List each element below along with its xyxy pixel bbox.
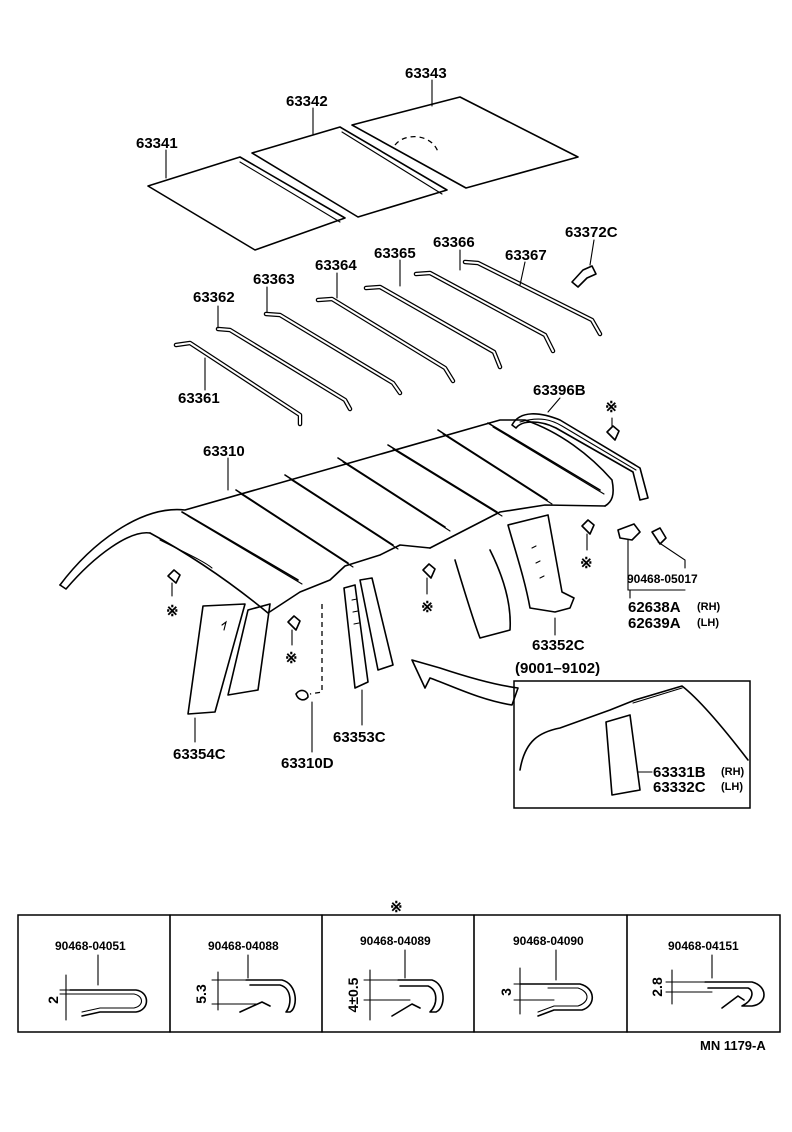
inset-arrow	[411, 659, 519, 706]
label-62639A: 62639A	[628, 615, 681, 632]
assist-grip-bracket-icon	[617, 523, 641, 541]
label-63354C: 63354C	[173, 746, 226, 763]
label-62639A-side: (LH)	[697, 617, 719, 629]
roof-bow-63365	[363, 284, 503, 370]
clips-and-fasteners	[167, 417, 667, 701]
roof-cutout-outline	[394, 136, 439, 153]
label-63363: 63363	[253, 271, 295, 288]
pillar-garnish-center	[359, 577, 394, 671]
roof-bow-bracket-63372C	[571, 265, 597, 288]
inset-period-label: (9001–9102)	[515, 660, 600, 677]
clip-table: 90468-04051 2 90468-04088 5.3 90468-0408…	[17, 914, 781, 1033]
clip-dimension: 5.3	[193, 984, 209, 1004]
label-63352C: 63352C	[532, 637, 585, 654]
clip-dimension: 3	[498, 988, 514, 996]
pillar-garnish-63353C	[343, 584, 369, 689]
label-63310D: 63310D	[281, 755, 334, 772]
roof-panel-group	[147, 96, 579, 251]
quarter-trim	[454, 549, 511, 639]
label-63361: 63361	[178, 390, 220, 407]
label-63365: 63365	[374, 245, 416, 262]
clip-shape	[397, 979, 444, 1013]
clip-shape	[69, 989, 148, 1017]
clip-cell-1: 90468-04051 2	[45, 939, 148, 1021]
diagram-reference: MN 1179-A	[700, 1038, 766, 1053]
leader-lines	[165, 79, 686, 773]
rear-rail-63396B	[511, 413, 649, 501]
inset-box	[513, 680, 751, 809]
headlining-63310	[59, 419, 614, 614]
label-62638A: 62638A	[628, 599, 681, 616]
clip-dimension: 2	[45, 996, 61, 1004]
clip-icon	[581, 519, 595, 535]
clip-part-number: 90468-04089	[360, 934, 431, 948]
pillar-garnish-63352C	[507, 514, 575, 613]
label-63372C: 63372C	[565, 224, 618, 241]
roof-bow-63363	[263, 311, 403, 396]
roof-bow-63366	[413, 270, 556, 354]
clip-part-number: 90468-04051	[55, 939, 126, 953]
clip-cell-2: 90468-04088 5.3	[193, 939, 297, 1013]
label-63343: 63343	[405, 65, 447, 82]
pillar-garnish-63354C	[187, 603, 246, 715]
label-63331B: 63331B	[653, 764, 706, 781]
clip-symbol: ※	[421, 599, 434, 616]
clip-part-number: 90468-04151	[668, 939, 739, 953]
label-62638A-side: (RH)	[697, 601, 721, 613]
clip-part-number: 90468-04090	[513, 934, 584, 948]
clip-symbol: ※	[605, 399, 618, 416]
label-63367: 63367	[505, 247, 547, 264]
clip-dimension: 4±0.5	[345, 977, 361, 1012]
clip-icon	[287, 615, 301, 631]
roof-bow-63362	[215, 326, 353, 412]
clip-icon	[606, 425, 620, 441]
label-63353C: 63353C	[333, 729, 386, 746]
label-63332C-side: (LH)	[721, 781, 743, 793]
label-90468-05017: 90468-05017	[627, 572, 698, 586]
pillar-garnish-front	[227, 603, 271, 696]
clip-cell-4: 90468-04090 3	[498, 934, 594, 1017]
clip-shape	[704, 981, 765, 1007]
roof-panel-63343	[351, 96, 579, 189]
label-63364: 63364	[315, 257, 357, 274]
label-63310: 63310	[203, 443, 245, 460]
roof-bows-group	[173, 259, 603, 427]
clip-symbol: ※	[285, 650, 298, 667]
clip-63310D-icon	[295, 689, 309, 701]
pillar-garnish-63331B	[605, 714, 641, 796]
clip-shape	[245, 979, 297, 1013]
clip-shape	[519, 983, 594, 1017]
clip-part-number: 90468-04088	[208, 939, 279, 953]
clip-dimension: 2.8	[649, 977, 665, 997]
clip-symbol: ※	[166, 603, 179, 620]
label-63331B-side: (RH)	[721, 766, 745, 778]
clip-symbols: ※ ※ ※ ※ ※ ※	[166, 399, 618, 916]
clip-cell-3: 90468-04089 4±0.5	[345, 934, 444, 1021]
label-63332C: 63332C	[653, 779, 706, 796]
roof-panel-63342	[251, 126, 448, 218]
screw-icon	[651, 527, 667, 545]
clip-icon	[422, 563, 436, 579]
roof-panel-63341	[147, 156, 346, 251]
label-63362: 63362	[193, 289, 235, 306]
roof-bow-63367	[462, 259, 603, 337]
part-labels: 63341 63342 63343 63361 63362 63363 6336…	[136, 65, 745, 796]
clip-symbol: ※	[580, 555, 593, 572]
label-63341: 63341	[136, 135, 178, 152]
roof-bow-63364	[315, 296, 456, 384]
clip-cell-5: 90468-04151 2.8	[649, 939, 765, 1009]
label-63366: 63366	[433, 234, 475, 251]
roof-bow-63361	[173, 340, 303, 427]
clip-table-symbol: ※	[390, 899, 403, 916]
label-63396B: 63396B	[533, 382, 586, 399]
clip-icon	[167, 569, 181, 584]
label-63342: 63342	[286, 93, 328, 110]
